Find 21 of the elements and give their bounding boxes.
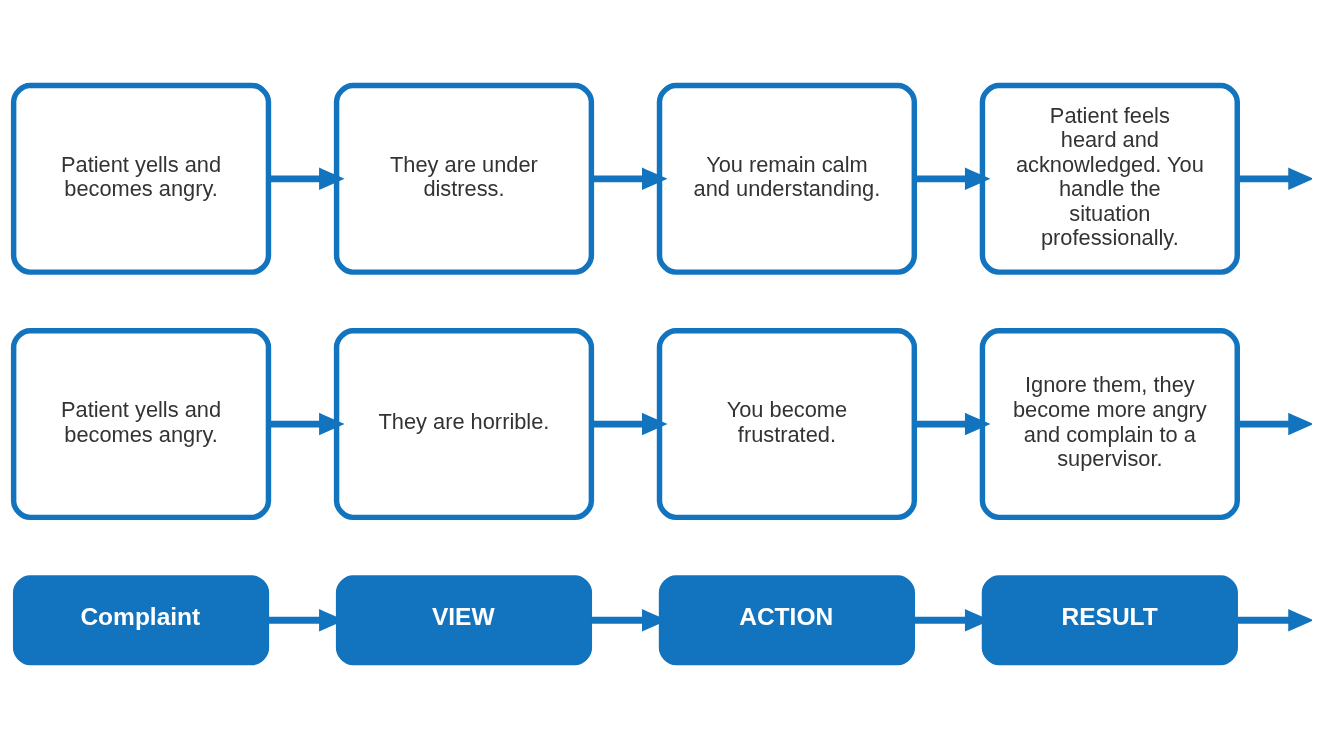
node-box: They are under distress. <box>333 82 595 275</box>
node-box: Ignore them, they become more angry and complain to a supervisor. <box>979 328 1240 521</box>
node-box: ACTION <box>658 575 915 666</box>
node-box: They are horrible. <box>333 328 595 521</box>
arrow <box>1237 167 1312 190</box>
node-box: You remain calm and understanding. <box>656 82 918 275</box>
node-box: You become frustrated. <box>656 328 918 521</box>
node-box: RESULT <box>981 575 1238 666</box>
node-box: Patient feels heard and acknowledged. You handle the situation professionally. <box>979 82 1240 275</box>
arrow <box>268 412 345 436</box>
arrow <box>1237 412 1312 436</box>
arrow <box>268 167 345 190</box>
arrow <box>591 167 668 190</box>
arrow <box>591 412 668 436</box>
arrow <box>1237 609 1312 632</box>
node-box: VIEW <box>335 575 593 666</box>
arrow <box>914 167 991 190</box>
node-box: Patient yells and becomes angry. <box>10 328 272 521</box>
node-box: Complaint <box>12 575 270 666</box>
node-box: Patient yells and becomes angry. <box>10 82 272 275</box>
arrow <box>914 412 991 436</box>
